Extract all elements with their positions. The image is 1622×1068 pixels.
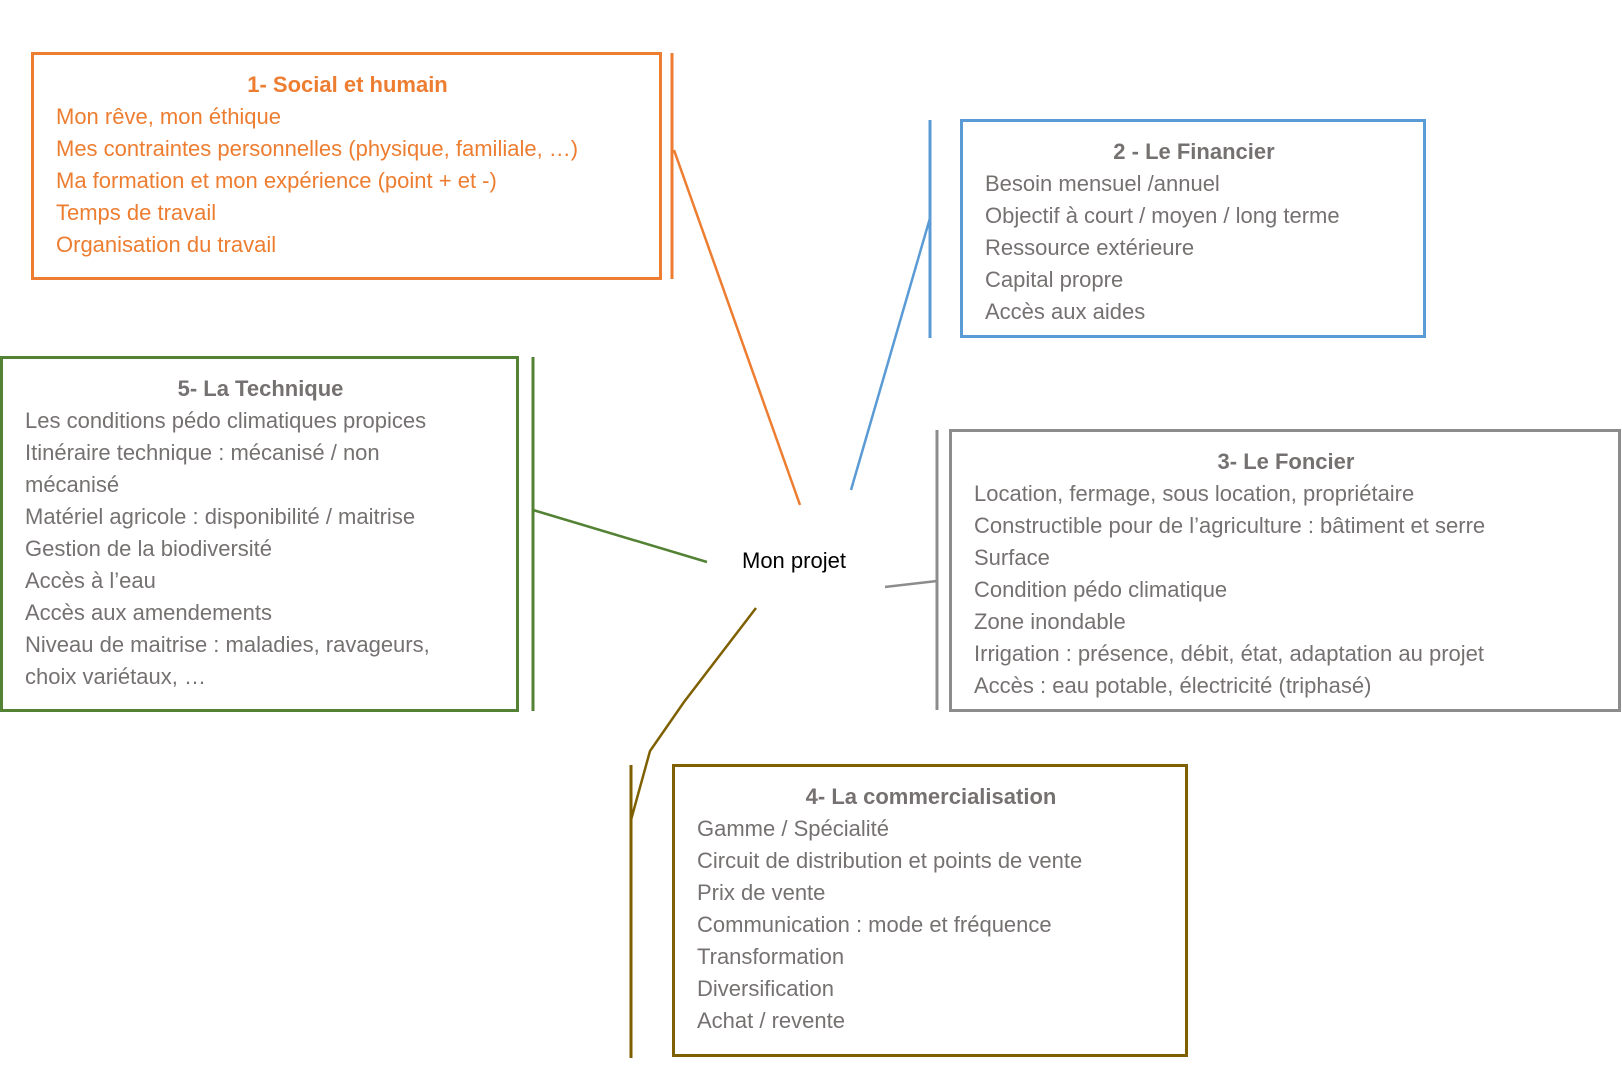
foncier-list-item: Constructible pour de l’agriculture : bâ… [974,513,1486,538]
commercialisation-title: 4- La commercialisation [805,784,1057,809]
foncier-list: Location, fermage, sous location, propri… [974,478,1598,702]
financier-connector-line [849,217,932,491]
technique-list-item: Niveau de maitrise : maladies, ravageurs… [25,632,430,689]
commercialisation-list-item: Prix de vente [697,880,826,905]
financier-list-item: Objectif à court / moyen / long terme [985,203,1340,228]
foncier-list-item: Surface [974,545,1050,570]
technique-list-item: Matériel agricole : disponibilité / mait… [25,504,416,529]
social-title: 1- Social et humain [247,72,448,97]
social-box: 1- Social et humain Mon rêve, mon éthiqu… [31,52,662,280]
social-list-item: Organisation du travail [56,232,277,257]
financier-title: 2 - Le Financier [1113,139,1275,164]
technique-list-item: Gestion de la biodiversité [25,536,273,561]
financier-list-item: Ressource extérieure [985,235,1195,260]
commercialisation-list-item: Circuit de distribution et points de ven… [697,848,1083,873]
commercialisation-list-item: Communication : mode et fréquence [697,912,1052,937]
foncier-list-item: Irrigation : présence, débit, état, adap… [974,641,1484,666]
commercialisation-list-item: Achat / revente [697,1008,845,1033]
social-list-item: Mes contraintes personnelles (physique, … [56,136,579,161]
technique-list: Les conditions pédo climatiques propices… [25,405,496,693]
social-list-item: Mon rêve, mon éthique [56,104,282,129]
commercialisation-box: 4- La commercialisation Gamme / Spéciali… [672,764,1188,1057]
commercialisation-list-item: Diversification [697,976,834,1001]
foncier-list-item: Location, fermage, sous location, propri… [974,481,1415,506]
financier-list-item: Capital propre [985,267,1124,292]
foncier-list-item: Accès : eau potable, électricité (tripha… [974,673,1372,698]
financier-list-item: Besoin mensuel /annuel [985,171,1220,196]
technique-list-item: Accès aux amendements [25,600,273,625]
foncier-list-item: Zone inondable [974,609,1126,634]
social-list-item: Temps de travail [56,200,217,225]
technique-box: 5- La Technique Les conditions pédo clim… [0,356,519,712]
foncier-connector-line [884,579,938,589]
foncier-box: 3- Le Foncier Location, fermage, sous lo… [949,429,1621,712]
technique-list-item: Les conditions pédo climatiques propices [25,408,427,433]
technique-list-item: Accès à l’eau [25,568,156,593]
commercialisation-list-item: Transformation [697,944,845,969]
commercialisation-list-item: Gamme / Spécialité [697,816,889,841]
social-connector-line [672,149,802,506]
technique-connector-line [532,508,708,564]
center-node-label: Mon projet [742,548,846,573]
social-list-item: Ma formation et mon expérience (point + … [56,168,497,193]
commercialisation-connector-line [629,607,757,821]
financier-list-item: Accès aux aides [985,299,1146,324]
foncier-title: 3- Le Foncier [1217,449,1355,474]
technique-title: 5- La Technique [177,376,344,401]
foncier-list-item: Condition pédo climatique [974,577,1228,602]
technique-list-item: Itinéraire technique : mécanisé / non mé… [25,440,380,497]
